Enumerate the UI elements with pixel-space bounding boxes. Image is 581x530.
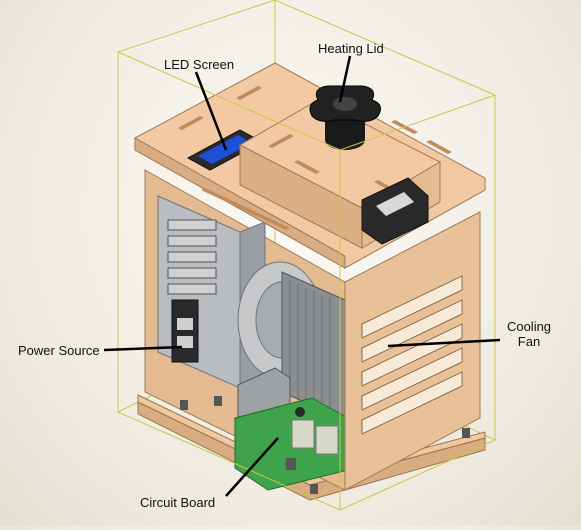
psu-vent-grid [167,219,217,295]
leader-power-source [103,345,183,352]
bounding-box-front [117,51,496,511]
cooling-vent-slots [361,275,463,435]
fasteners [180,396,470,494]
heating-lid-label: Heating Lid [318,41,384,56]
power-source-label: Power Source [18,343,100,358]
top-plate-slots [178,86,452,230]
power-socket [171,299,199,363]
leader-circuit-board [225,437,279,497]
lid-knob [309,85,381,150]
led-screen-label: LED Screen [164,57,235,72]
leader-lines [103,55,501,497]
circuit-board-shape [234,397,349,491]
cooling-fan-label-line1: Cooling [506,319,552,334]
leader-led-screen [194,71,228,151]
heatsink [281,271,346,421]
cooling-fan-label-line2: Fan [517,334,541,349]
leader-cooling-fan [387,338,501,348]
cooling-fan-label: Cooling Fan [502,319,556,349]
circuit-board-label: Circuit Board [140,495,216,510]
leader-heating-lid [338,55,352,103]
